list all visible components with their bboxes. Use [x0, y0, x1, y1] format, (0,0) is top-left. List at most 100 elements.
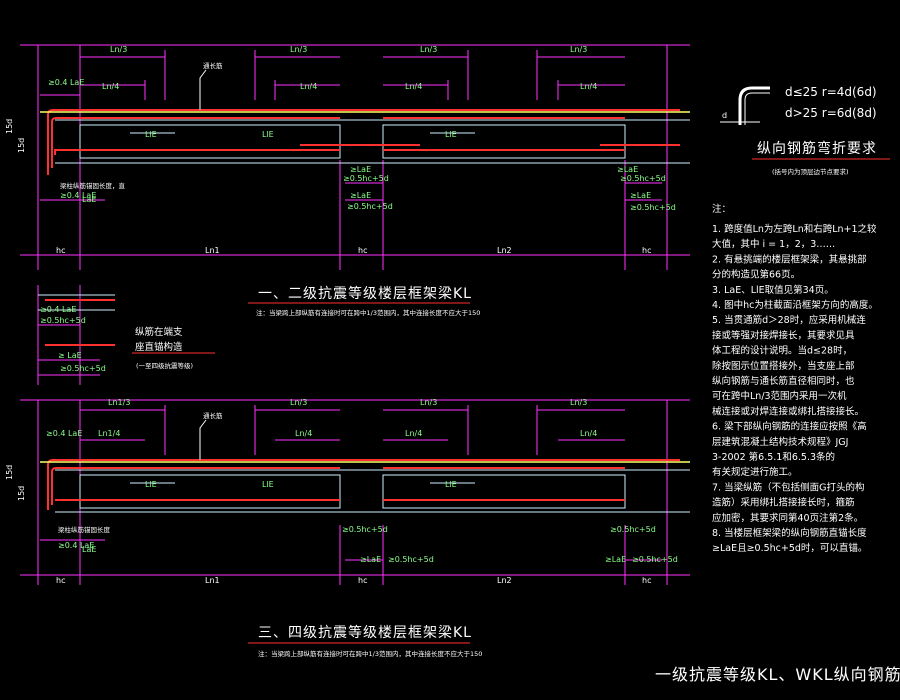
- beam3-anchor-label: ≥0.4 LaE: [46, 429, 82, 438]
- beam3-top-dim-2: Ln/3: [290, 398, 307, 407]
- note-line: 4. 图中hc为柱截面沿框架方向的高度。: [712, 299, 878, 311]
- beam3-leader-label: 通长筋: [203, 411, 223, 420]
- beam3-top-dim-4: Ln/3: [570, 398, 587, 407]
- beam3-top-dim-3: Ln/3: [420, 398, 437, 407]
- beam3-mid-2: ≥0.5hc+5d: [388, 555, 434, 564]
- beam1-span-hc-2: hc: [358, 246, 367, 255]
- beam-kl-grade-3-4: Ln1/3 Ln/3 Ln/3 Ln/3 Ln1/4 Ln/4 Ln/4 Ln/…: [5, 398, 690, 658]
- beam3-lle-3: LlE: [445, 480, 457, 489]
- bend-rule-sub: (括号内为顶层边节点要求): [772, 167, 849, 176]
- beam1-lae-right: ≥LaE: [617, 165, 638, 174]
- anchor-detail-sub: (一至四级抗震等级): [136, 361, 193, 370]
- beam3-side-15d-b: 15d: [17, 486, 26, 501]
- beam1-lae-mid: ≥LaE: [350, 165, 371, 174]
- note-line: 3. LaE、LlE取值见第34页。: [712, 284, 834, 296]
- beam1-top-dim-2: Ln/3: [290, 45, 307, 54]
- general-notes: 注： 1. 跨度值Ln为左跨Ln和右跨Ln+1之较 大值，其中 i = 1，2，…: [712, 203, 878, 554]
- anchor-label-2: ≥0.5hc+5d: [40, 316, 86, 325]
- note-line: 7. 当梁纵筋（不包括侧面G打头的构: [712, 481, 864, 493]
- beam3-lle-1: LlE: [145, 480, 157, 489]
- beam3-quarter-3: Ln/4: [405, 429, 422, 438]
- beam1-mid-1: ≥0.5hc+5d: [343, 174, 389, 183]
- note-line: 8. 当楼层框架梁的纵向钢筋直锚长度: [712, 527, 867, 539]
- beam1-lae-mid-2: ≥LaE: [350, 191, 371, 200]
- beam1-top-dim-1: Ln/3: [110, 45, 127, 54]
- beam1-lle-2: LlE: [262, 130, 274, 139]
- beam3-mid-3: ≥0.5hc+5d: [610, 525, 656, 534]
- note-line: 5. 当贯通筋d＞28时，应采用机械连: [712, 314, 866, 326]
- note-line: 3-2002 第6.5.1和6.5.3条的: [712, 451, 835, 463]
- beam1-span-hc-3: hc: [642, 246, 651, 255]
- bend-rule-title: 纵向钢筋弯折要求: [757, 140, 877, 157]
- beam1-mid-4: ≥0.5hc+5d: [630, 203, 676, 212]
- beam1-note: 注：当梁跨上部纵筋有连接时可在跨中1/3范围内，其中连接长度不应大于150: [256, 308, 480, 317]
- beam3-span-hc-1: hc: [56, 576, 65, 585]
- note-line: 应加密，其要求同第40页注第2条。: [712, 512, 863, 524]
- beam3-quarter-4: Ln/4: [580, 429, 597, 438]
- anchor-label-3: ≥ LaE: [58, 351, 82, 360]
- beam3-span-ln2: Ln2: [497, 576, 512, 585]
- bend-rule-line-2: d>25 r=6d(8d): [785, 106, 877, 120]
- beam1-bottom-left-2: ≥0.4 LaE: [60, 191, 96, 200]
- bend-rule-line-1: d≤25 r=4d(6d): [785, 85, 877, 99]
- anchor-label-4: ≥0.5hc+5d: [60, 364, 106, 373]
- beam3-mid-4: ≥0.5hc+5d: [632, 555, 678, 564]
- beam1-side-15d-a: 15d: [5, 119, 14, 134]
- beam1-side-15d-b: 15d: [17, 138, 26, 153]
- beam3-lae-mid: ≥LaE: [360, 555, 381, 564]
- beam1-top-dim-3: Ln/3: [420, 45, 437, 54]
- beam1-anchor-label: ≥0.4 LaE: [48, 78, 84, 87]
- beam1-bottom-left-3: LaE: [82, 195, 96, 204]
- anchor-detail-title-1: 纵筋在端支: [135, 326, 183, 338]
- beam1-span-ln2: Ln2: [497, 246, 512, 255]
- note-line: 体工程的设计说明。当d≤28时，: [712, 345, 852, 357]
- note-line: 6. 梁下部纵向钢筋的连接应按照《高: [712, 421, 867, 433]
- beam1-mid-2: ≥0.5hc+5d: [347, 202, 393, 211]
- beam3-lae-right: ≥LaE: [605, 555, 626, 564]
- beam1-bottom-left-1: 梁柱纵筋锚固长度，直: [60, 181, 126, 190]
- note-line: 2. 有悬挑端的楼层框架梁，其悬挑部: [712, 253, 867, 265]
- beam3-lle-2: LlE: [262, 480, 274, 489]
- beam3-mid-1: ≥0.5hc+5d: [342, 525, 388, 534]
- beam3-title: 三、四级抗震等级楼层框架梁KL: [258, 624, 472, 641]
- beam1-quarter-1: Ln/4: [102, 82, 119, 91]
- note-line: 械连接或对焊连接或绑扎搭接接长。: [712, 405, 864, 417]
- beam1-title: 一、二级抗震等级楼层框架梁KL: [258, 285, 472, 302]
- beam3-span-ln1: Ln1: [205, 576, 220, 585]
- beam3-bottom-left-1: 梁柱纵筋锚固长度: [58, 525, 111, 534]
- beam1-quarter-3: Ln/4: [405, 82, 422, 91]
- beam3-note: 注：当梁跨上部纵筋有连接时可在跨中1/3范围内，其中连接长度不应大于150: [258, 649, 482, 658]
- beam3-quarter-1: Ln1/4: [98, 429, 120, 438]
- beam1-quarter-2: Ln/4: [300, 82, 317, 91]
- drawing-footer-title: 一级抗震等级KL、WKL纵向钢筋构造: [655, 665, 900, 684]
- note-line: 层建筑混凝土结构技术规程》JGJ: [712, 436, 848, 448]
- beam1-span-ln1: Ln1: [205, 246, 220, 255]
- note-line: 接或等强对接焊接长，其要求见具: [712, 329, 855, 341]
- beam1-top-dim-4: Ln/3: [570, 45, 587, 54]
- note-line: 造筋）采用绑扎搭接接长时，箍筋: [712, 497, 855, 509]
- beam1-mid-3: ≥0.5hc+5d: [620, 174, 666, 183]
- beam-kl-grade-1-2: Ln/3 Ln/3 Ln/3 Ln/3 Ln/4 Ln/4 Ln/4 Ln/4 …: [5, 44, 690, 317]
- beam1-lle-1: LlE: [145, 130, 157, 139]
- beam1-quarter-4: Ln/4: [580, 82, 597, 91]
- beam3-span-hc-3: hc: [642, 576, 651, 585]
- note-line: 可在跨中Ln/3范围内采用一次机: [712, 390, 847, 402]
- note-line: 大值，其中 i = 1，2，3……: [712, 238, 835, 250]
- anchor-detail-title-2: 座直锚构造: [135, 341, 183, 353]
- end-support-anchor-detail: ≥0.4 LaE ≥0.5hc+5d ≥ LaE ≥0.5hc+5d 纵筋在端支…: [37, 285, 215, 385]
- beam3-side-15d-a: 15d: [5, 465, 14, 480]
- beam3-span-hc-2: hc: [358, 576, 367, 585]
- note-line: 有关规定进行施工。: [712, 466, 798, 478]
- beam3-top-dim-1: Ln1/3: [108, 398, 130, 407]
- note-line: 分的构造见第66页。: [712, 269, 800, 281]
- notes-head: 注：: [712, 203, 731, 215]
- beam1-span-hc-1: hc: [56, 246, 65, 255]
- beam1-lae-right-2: ≥LaE: [630, 191, 651, 200]
- beam1-leader-label: 通长筋: [203, 61, 223, 70]
- bend-requirement: d d≤25 r=4d(6d) d>25 r=6d(8d) 纵向钢筋弯折要求 (…: [720, 85, 890, 176]
- beam3-bottom-left-2: ≥0.4 LaE: [58, 541, 94, 550]
- anchor-label-1: ≥0.4 LaE: [40, 305, 76, 314]
- note-line: 纵向钢筋与通长筋直径相同时，也: [712, 375, 855, 387]
